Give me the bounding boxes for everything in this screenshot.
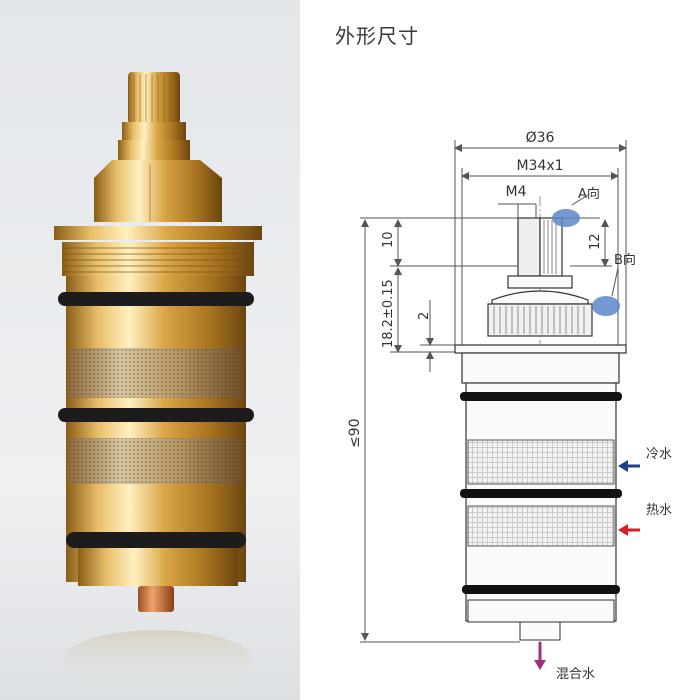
drawing-mesh-2 bbox=[467, 505, 615, 547]
o-ring-middle bbox=[58, 408, 254, 422]
body-height-label: 18.2±0.15 bbox=[381, 279, 396, 348]
view-b-marker bbox=[592, 296, 620, 316]
mixed-water-label: 混合水 bbox=[556, 667, 595, 682]
drawing-o-ring-2 bbox=[460, 489, 622, 498]
outer-diameter-label: Ø36 bbox=[526, 130, 555, 146]
cartridge-photo bbox=[0, 0, 300, 700]
page-title: 外形尺寸 bbox=[335, 24, 419, 48]
hot-water-label: 热水 bbox=[646, 503, 672, 518]
copper-outlet bbox=[138, 586, 174, 612]
drawing-o-ring-1 bbox=[460, 392, 622, 401]
view-a-marker bbox=[552, 209, 580, 227]
spline-stem bbox=[128, 72, 180, 124]
drawing-mesh-1 bbox=[467, 439, 615, 485]
o-ring-bottom bbox=[66, 532, 246, 548]
stem-thread-label: M4 bbox=[506, 184, 527, 200]
mixed-water-arrow bbox=[534, 642, 546, 670]
cartridge-body bbox=[66, 276, 246, 582]
o-ring-top bbox=[58, 292, 254, 306]
flange bbox=[54, 226, 262, 240]
hex-nut bbox=[94, 160, 222, 222]
cold-water-arrow bbox=[618, 460, 640, 472]
view-a-label: A向 bbox=[578, 186, 600, 202]
thread-label: M34x1 bbox=[516, 158, 563, 174]
cold-water-label: 冷水 bbox=[646, 447, 672, 462]
hot-water-arrow bbox=[618, 524, 640, 536]
drawing-o-ring-3 bbox=[462, 585, 620, 594]
view-b-label: B向 bbox=[614, 252, 636, 268]
stem-height-label: 10 bbox=[381, 231, 396, 248]
total-height-label: ≤90 bbox=[347, 418, 363, 448]
spline-height-label: 12 bbox=[588, 233, 603, 250]
step-label: 2 bbox=[417, 312, 432, 320]
